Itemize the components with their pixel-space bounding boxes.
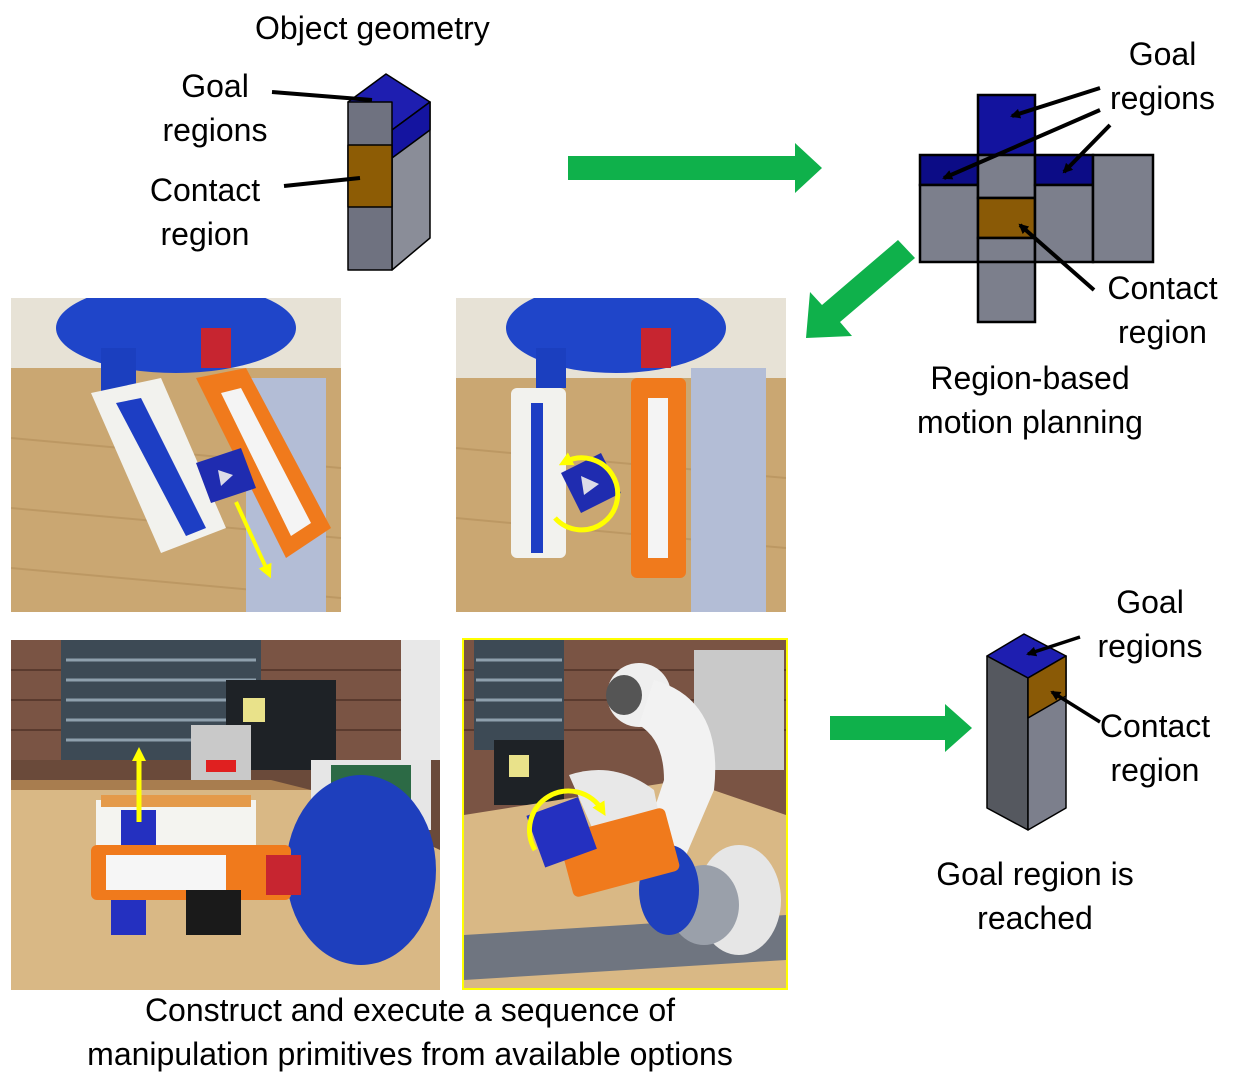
net-contact-label-line2: region [1118,314,1207,350]
net-goal-label-line1: Goal [1128,36,1197,72]
goal-regions-label-line1: Goal [181,68,249,104]
slide-direction-arrow [234,501,272,579]
photo-robot-rotate [462,638,788,990]
net-top-goal [976,93,1037,157]
final-goal-label-line2: regions [1097,628,1203,664]
final-block-left [986,655,1029,831]
final-goal-label-line1: Goal [1116,584,1184,620]
final-contact-region-label: Contact region [1085,704,1225,792]
net-contact-region-label: Contact region [1095,266,1230,354]
goal-regions-label: Goal regions [150,64,280,152]
goal-reached-line2: reached [977,900,1093,936]
net-center-lower [976,236,1037,264]
rotate-direction-arrow-top [553,452,621,533]
region-based-planning-caption: Region-based motion planning [880,356,1180,444]
photo-slide-primitive [11,298,341,612]
net-left-goal [918,153,980,187]
object-block [347,73,431,271]
photo-rotate-primitive [456,298,786,612]
goal-regions-label-line2: regions [162,112,268,148]
final-goal-regions-label: Goal regions [1080,580,1220,668]
goal-reached-caption: Goal region is reached [900,852,1170,940]
net-far-right-face [1091,153,1155,264]
photo-robot-lift [11,640,440,990]
net-diagram [918,93,1155,324]
net-contact-label-line1: Contact [1107,270,1218,306]
arrow-to-final [830,704,972,752]
net-goal-regions-label: Goal regions [1095,32,1230,120]
contact-pointer-line [283,176,361,188]
sequence-caption-line1: Construct and execute a sequence of [144,992,676,1028]
final-contact-pointer [1050,690,1101,724]
net-pointers [942,86,1112,292]
planning-caption-line1: Region-based [930,360,1130,396]
contact-region-label: Contact region [140,168,270,256]
net-goal-label-line2: regions [1110,80,1215,116]
final-contact-label-line2: region [1110,752,1200,788]
final-goal-pointer [1026,635,1081,657]
net-left-face [918,183,980,264]
sequence-caption-line2: manipulation primitives from available o… [87,1036,733,1072]
final-block-contact [1027,655,1067,719]
arrow-to-net [568,143,822,193]
contact-region-label-line1: Contact [149,172,261,208]
goal-reached-line1: Goal region is [936,856,1134,892]
goal-pointer-line [271,90,373,102]
rotate-direction-arrow-bottom [526,788,606,852]
sequence-caption: Construct and execute a sequence of mani… [10,988,810,1076]
net-bottom-face [976,260,1037,324]
planning-caption-line2: motion planning [917,404,1143,440]
contact-region-label-line2: region [160,216,250,252]
final-contact-label-line1: Contact [1099,708,1211,744]
net-right-face [1033,183,1095,264]
object-geometry-title: Object geometry [255,10,490,46]
object-block-contact [347,144,393,208]
arrow-to-photos [806,240,915,338]
final-block [986,633,1067,831]
